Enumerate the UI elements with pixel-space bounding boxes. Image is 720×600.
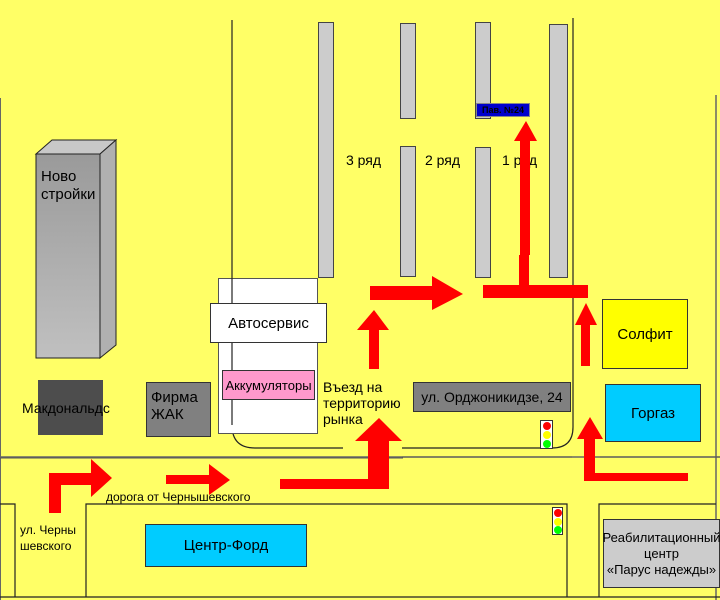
arrow-7-up-to-pavilion <box>514 121 537 255</box>
arrow-6-t-bar <box>483 255 588 298</box>
mcdonalds-label: Макдональдс <box>22 400 110 416</box>
row-block-1-top <box>475 22 491 119</box>
address-sign: ул. Орджоникидзе, 24 <box>413 382 571 412</box>
arrow-8-up <box>575 303 597 366</box>
row-block-1-bottom <box>475 147 491 278</box>
row-block-2-bottom <box>400 146 416 277</box>
traffic-light-upper <box>540 420 553 449</box>
firma-zhak-label: Фирма ЖАК <box>151 389 198 423</box>
arrow-5-right <box>370 276 463 310</box>
rehab-center-building: Реабилитационный центр «Парус надежды» <box>602 519 720 588</box>
entrance-label: Въезд на территорию рынка <box>323 379 401 427</box>
solfit-building: Солфит <box>602 299 688 369</box>
batteries-building: Аккумуляторы <box>222 370 315 400</box>
arrow-1-turn <box>49 459 112 513</box>
pavilion-24: Пав. №24 <box>476 103 530 117</box>
gorgaz-building: Горгаз <box>605 384 701 442</box>
center-ford-building: Центр-Форд <box>145 524 307 567</box>
row-block-3 <box>318 22 334 278</box>
arrow-3-turn-up <box>280 418 402 489</box>
arrow-2-right <box>166 464 230 495</box>
traffic-light-lower <box>552 507 563 535</box>
autoservice-building: Автосервис <box>210 303 327 343</box>
row-block-0 <box>549 24 568 278</box>
row-2-label: 2 ряд <box>425 152 461 168</box>
mcdonalds-building <box>38 380 103 435</box>
street-label: ул. Черны шевского <box>20 523 77 553</box>
novostroiki-label: Ново стройки <box>41 168 96 203</box>
row-block-2-top <box>400 23 416 119</box>
arrow-4-up <box>357 310 389 369</box>
arrow-9-turn-up <box>577 417 688 481</box>
row-3-label: 3 ряд <box>346 152 382 168</box>
firma-zhak-building <box>146 382 211 437</box>
road-from-label: дорога от Чернышевского <box>106 490 251 504</box>
